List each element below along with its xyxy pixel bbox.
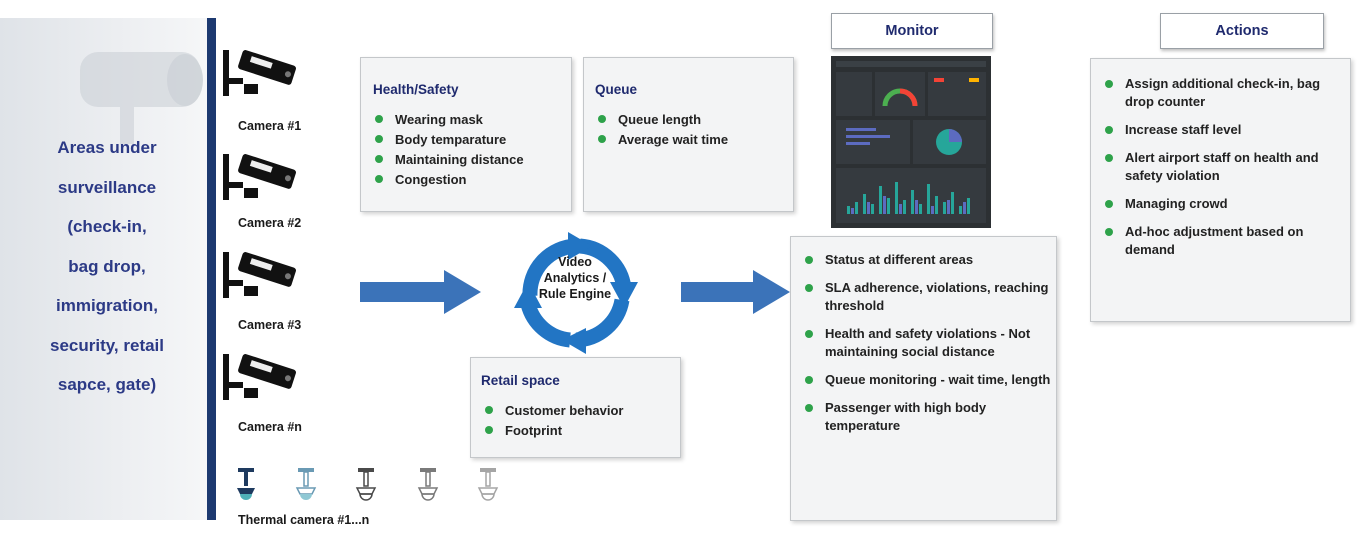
- area-line: security, retail: [49, 335, 165, 355]
- flow-arrow-icon: [360, 270, 481, 314]
- retail-space-box: Retail space Customer behavior Footprint: [470, 357, 681, 458]
- area-line: sapce, gate): [57, 375, 157, 394]
- area-line: Areas under: [57, 138, 157, 157]
- thermal-camera-icon: [477, 468, 499, 501]
- list-item: Assign additional check-in, bag drop cou…: [1101, 75, 1343, 111]
- health-safety-title: Health/Safety: [373, 82, 459, 97]
- flow-arrow-icon: [681, 270, 790, 314]
- dashboard-image: [831, 56, 991, 228]
- list-item: Queue length: [594, 110, 728, 130]
- background-camera-icon: [80, 52, 203, 144]
- queue-list: Queue length Average wait time: [594, 110, 728, 150]
- area-line: surveillance: [57, 177, 157, 197]
- list-item: Ad-hoc adjustment based on demand: [1101, 223, 1343, 259]
- area-line: bag drop,: [68, 256, 146, 276]
- list-item: SLA adherence, violations, reaching thre…: [801, 279, 1051, 315]
- thermal-camera-label: Thermal camera #1...n: [238, 513, 370, 527]
- actions-box: Assign additional check-in, bag drop cou…: [1090, 58, 1351, 322]
- dashboard-icon: [836, 61, 986, 223]
- camera-label: Camera #2: [238, 216, 302, 230]
- health-safety-box: Health/Safety Wearing mask Body temparat…: [360, 57, 572, 212]
- list-item: Footprint: [481, 421, 623, 441]
- monitor-box: Status at different areas SLA adherence,…: [790, 236, 1057, 521]
- cctv-camera-icon: [223, 252, 296, 298]
- areas-under-surveillance-text: Areas under surveillance (check-in, bag …: [22, 128, 192, 405]
- list-item: Passenger with high body temperature: [801, 399, 1051, 435]
- list-item: Body temparature: [371, 130, 524, 150]
- thermal-camera-icon: [295, 468, 317, 500]
- list-item: Average wait time: [594, 130, 728, 150]
- list-item: Queue monitoring - wait time, length: [801, 371, 1051, 389]
- engine-line: Rule Engine: [538, 287, 612, 301]
- queue-title: Queue: [595, 82, 638, 97]
- areas-panel: [0, 18, 212, 520]
- thermal-camera-icon: [417, 468, 439, 501]
- camera-label: Camera #n: [238, 420, 302, 434]
- area-line: immigration,: [55, 296, 158, 315]
- list-item: Alert airport staff on health and safety…: [1101, 149, 1343, 185]
- list-item: Managing crowd: [1101, 195, 1343, 213]
- health-safety-list: Wearing mask Body temparature Maintainin…: [371, 110, 524, 190]
- retail-title: Retail space: [481, 373, 560, 388]
- actions-list: Assign additional check-in, bag drop cou…: [1101, 75, 1343, 259]
- camera-label: Camera #3: [238, 318, 302, 332]
- list-item: Increase staff level: [1101, 121, 1343, 139]
- thermal-camera-icon: [355, 468, 377, 501]
- actions-header: Actions: [1160, 13, 1324, 49]
- list-item: Status at different areas: [801, 251, 1051, 269]
- cycle-arrows-icon: [514, 232, 638, 354]
- list-item: Customer behavior: [481, 401, 623, 421]
- area-line: (check-in,: [67, 217, 147, 236]
- list-item: Congestion: [371, 170, 524, 190]
- monitor-header: Monitor: [831, 13, 993, 49]
- thermal-camera-icon: [237, 468, 255, 500]
- camera-label: Camera #1: [238, 119, 302, 133]
- monitor-list: Status at different areas SLA adherence,…: [801, 251, 1051, 435]
- thermal-camera-row: [237, 468, 499, 501]
- list-item: Health and safety violations - Not maint…: [801, 325, 1051, 361]
- list-item: Maintaining distance: [371, 150, 524, 170]
- cctv-camera-icon: [223, 354, 296, 400]
- list-item: Wearing mask: [371, 110, 524, 130]
- engine-line: Video: [558, 255, 592, 269]
- cctv-camera-icon: [223, 50, 296, 96]
- retail-list: Customer behavior Footprint: [481, 401, 623, 441]
- cctv-camera-icon: [223, 154, 296, 200]
- queue-box: Queue Queue length Average wait time: [583, 57, 794, 212]
- engine-line: Analytics /: [543, 271, 607, 285]
- divider-bar: [207, 18, 216, 520]
- engine-label: Video Analytics / Rule Engine: [530, 254, 620, 302]
